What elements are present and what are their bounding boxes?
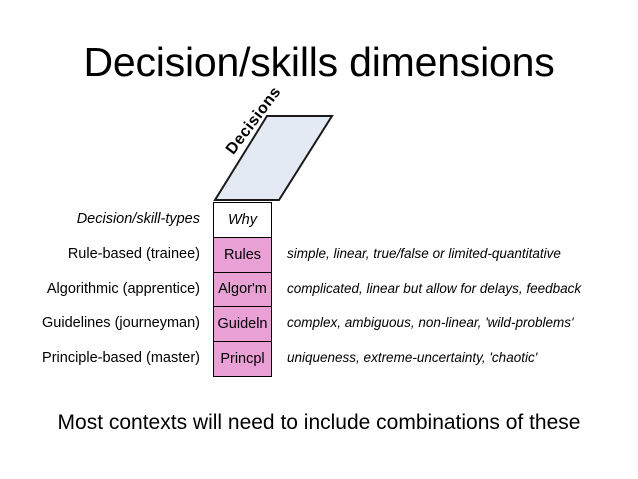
decisions-slab-shape <box>213 114 334 202</box>
slab-polygon <box>213 115 334 201</box>
slide-caption: Most contexts will need to include combi… <box>57 411 581 434</box>
row-label-principle-based: Principle-based (master) <box>42 350 200 367</box>
matrix-cell-why[interactable]: Why <box>214 203 271 238</box>
matrix-cell-algorithm[interactable]: Algor'm <box>214 272 271 308</box>
matrix-cell-guidelines[interactable]: Guideln <box>214 307 271 343</box>
row-description-rule-based: simple, linear, true/false or limited-qu… <box>287 245 561 261</box>
decision-matrix-column: Why Rules Algor'm Guideln Princpl <box>213 202 272 377</box>
page-title: Decision/skills dimensions <box>83 39 555 85</box>
row-label-header: Decision/skill-types <box>76 211 200 227</box>
row-label-algorithmic: Algorithmic (apprentice) <box>46 280 200 297</box>
row-label-rule-based: Rule-based (trainee) <box>67 245 200 262</box>
row-description-algorithmic: complicated, linear but allow for delays… <box>287 280 582 296</box>
row-description-principle-based: uniqueness, extreme-uncertainty, 'chaoti… <box>287 350 538 366</box>
row-description-guidelines: complex, ambiguous, non-linear, 'wild-pr… <box>287 315 574 331</box>
row-label-guidelines: Guidelines (journeyman) <box>42 315 200 332</box>
matrix-cell-principles[interactable]: Princpl <box>214 342 271 377</box>
matrix-cell-rules[interactable]: Rules <box>214 237 271 273</box>
